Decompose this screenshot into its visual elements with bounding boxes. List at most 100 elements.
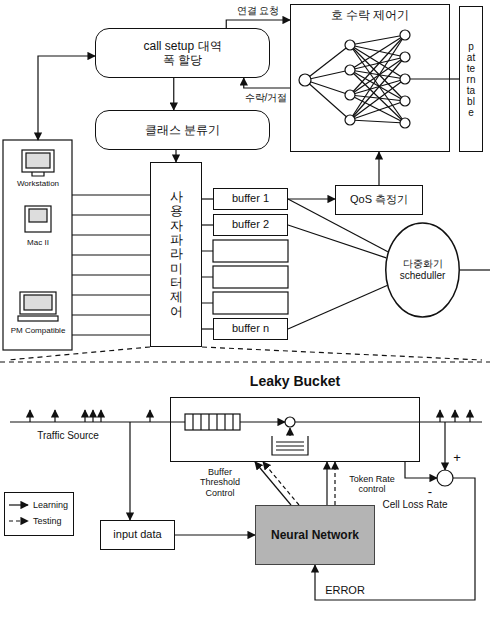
art-stroke: [216, 414, 217, 430]
art-stroke: [400, 52, 410, 62]
queue-stripes: [193, 414, 233, 430]
legend-item: Learning: [8, 497, 70, 513]
art-stroke: [350, 45, 405, 101]
art-stroke: [29, 410, 30, 422]
art-stroke: [200, 414, 201, 430]
art-stroke: [100, 410, 101, 422]
buffer-box: buffer 1: [213, 188, 288, 210]
source-label: Traffic Source: [35, 430, 101, 442]
buffer-box: buffer n: [213, 318, 288, 340]
node-text: 다중화기 scheduller: [393, 258, 453, 282]
edge-label: Token Rate control: [342, 474, 402, 495]
control-box: 사용자 파라미터 제어: [150, 162, 202, 347]
gate: [285, 417, 295, 427]
zoom-divider: [0, 347, 490, 362]
buffer-box: [213, 266, 288, 288]
art-stroke: [345, 40, 355, 50]
node-text: 사용자 파라미터 제어: [170, 190, 183, 319]
sum-junction: [437, 470, 453, 486]
legend-item: Testing: [8, 513, 70, 529]
node-text: buffer n: [232, 322, 269, 335]
art-stroke: [305, 80, 350, 120]
traffic-line: [10, 421, 185, 422]
buffer-box: [213, 240, 288, 262]
art-stroke: [350, 35, 405, 95]
user-lines: [72, 195, 150, 335]
art-stroke: [345, 65, 355, 75]
art-stroke: [305, 45, 350, 80]
testing-line: [334, 462, 335, 505]
scheduler-ellipse: 다중화기 scheduller: [385, 222, 460, 318]
node-text: 호 수락 제어기: [331, 8, 410, 22]
sign-label: +: [451, 451, 463, 466]
art-stroke: [350, 57, 405, 120]
node-text: call setup 대역폭 할당: [140, 39, 225, 68]
terminal-panel: [3, 140, 72, 350]
workstation-stand: [32, 172, 44, 176]
device-label: Mac II: [25, 238, 51, 247]
mux-output: [460, 269, 490, 270]
queue-out: [240, 421, 285, 422]
workstation-icon: [22, 150, 54, 172]
art-stroke: [439, 410, 440, 422]
output-to-sum: [444, 422, 445, 470]
buffer-box: [213, 292, 288, 314]
art-stroke: [454, 410, 455, 422]
art-stroke: [350, 79, 405, 95]
art-stroke: [305, 80, 350, 95]
device-label: Workstation: [15, 179, 61, 188]
token-flow: [289, 428, 290, 436]
connector: [202, 198, 213, 199]
art-stroke: [469, 410, 470, 422]
art-stroke: [208, 414, 209, 430]
connector: [202, 328, 213, 329]
connector: [450, 78, 459, 79]
art-stroke: [232, 414, 233, 430]
connector: [175, 534, 255, 535]
traffic-to-input: [129, 422, 130, 520]
mac-screen: [29, 209, 47, 222]
process-box: 클래스 분류기: [95, 110, 270, 150]
node-text: input data: [113, 528, 161, 541]
art-stroke: [0, 30, 490, 600]
node-text: buffer 1: [232, 192, 269, 205]
node-text: buffer 2: [232, 218, 269, 231]
buffer-box: buffer 2: [213, 214, 288, 236]
art-stroke: [400, 30, 410, 40]
input-box: input data: [100, 520, 175, 550]
buffer-feed: [202, 251, 213, 303]
art-stroke: [345, 115, 355, 125]
legend-text: Testing: [33, 516, 62, 526]
art-stroke: [192, 414, 193, 430]
art-stroke: [400, 96, 410, 106]
art-stroke: [350, 35, 405, 120]
signal-label: Cell Loss Rate: [380, 499, 449, 511]
queue: [185, 414, 240, 430]
neural-network-box: Neural Network: [255, 505, 375, 565]
legend-box: LearningTesting: [4, 492, 74, 536]
node-text: Leaky Bucket: [171, 373, 419, 390]
workstation-screen: [26, 153, 50, 168]
signal-label: ERROR: [323, 584, 367, 597]
art-stroke: [149, 410, 150, 422]
pc-keyboard: [18, 316, 58, 321]
pc-screen: [24, 295, 52, 310]
node-text: QoS 측정기: [350, 193, 408, 206]
legend-sample: [8, 517, 30, 525]
connector: [288, 225, 386, 258]
edge-label: Buffer Threshold Control: [187, 467, 253, 498]
connector: [175, 150, 176, 162]
net-output-line: [405, 78, 450, 79]
mac-icon: [25, 206, 51, 232]
art-stroke: [305, 70, 350, 80]
art-stroke: [350, 57, 405, 70]
connector: [173, 78, 174, 110]
connector: [226, 20, 290, 28]
neural-net-figure: [299, 30, 410, 128]
art-stroke: [350, 45, 405, 123]
setup-link: [38, 56, 95, 140]
bucket-output: [295, 421, 482, 422]
node-text: 클래스 분류기: [145, 123, 220, 137]
connector: [202, 224, 213, 225]
